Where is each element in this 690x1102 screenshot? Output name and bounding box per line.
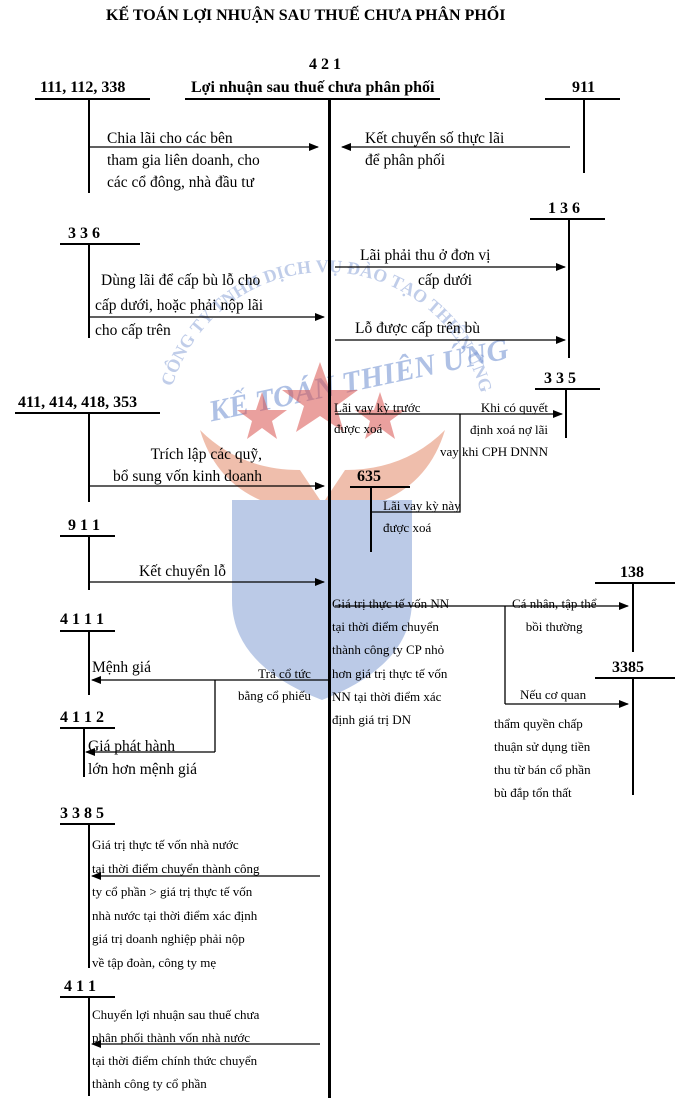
label-lai-vay-truoc: Lãi vay kỳ trước được xoá [334,400,421,436]
t-line [595,582,675,584]
label-ca-nhan: Cá nhân, tập thể bồi thường [512,596,597,634]
t-line [530,218,605,220]
t-line [595,677,675,679]
t-line [632,677,634,795]
label-gia-phat-hanh: Giá phát hành lớn hơn mệnh giá [88,738,197,778]
t-line [88,630,90,695]
star-icon [355,392,405,439]
t-line [568,218,570,358]
label-dung-lai-3: cho cấp trên [95,322,171,339]
account-3385-right: 3385 [612,659,644,676]
t-line [83,727,85,777]
t-line [88,412,90,502]
t-account-421-stem [328,98,331,1098]
shield-icon [232,500,412,700]
account-911-top: 911 [572,79,596,96]
t-line [632,582,634,652]
account-3385: 3 3 8 5 [60,805,104,822]
account-136: 1 3 6 [548,200,580,217]
t-line [535,388,600,390]
label-chuyen-ln: Chuyển lợi nhuận sau thuế chưa phân phối… [92,1007,260,1091]
t-account-421-top [185,98,440,100]
label-ket-chuyen-lai: Kết chuyển số thực lãi để phân phối [365,130,505,169]
label-lo-duoc-cap: Lỗ được cấp trên bù [355,320,481,337]
eagle-wing-icon [200,430,320,500]
t-line [565,388,567,438]
t-line [15,412,160,414]
t-line [545,98,620,100]
account-111-112-338: 111, 112, 338 [40,79,126,96]
label-dung-lai-1: Dùng lãi để cấp bù lỗ cho [101,272,261,289]
t-line [35,98,150,100]
eagle-wing-icon [325,430,445,500]
t-line [370,486,372,552]
account-421-name: Lợi nhuận sau thuế chưa phân phối [191,79,435,96]
t-line [88,996,90,1096]
label-menh-gia: Mệnh giá [92,659,151,676]
t-line [88,823,90,968]
star-icon [237,392,287,439]
t-line [88,535,90,590]
account-138: 138 [620,564,644,581]
label-tra-co-tuc: Trả cổ tức bằng cổ phiếu [238,666,311,703]
account-411: 4 1 1 [64,978,96,995]
label-lai-phai-thu-2: cấp dưới [418,272,473,289]
label-chia-lai: Chia lãi cho các bên tham gia liên doanh… [107,130,260,191]
t-line [88,98,90,193]
t-line [88,243,90,338]
t-line [350,486,410,488]
label-khi-co-quyet: Khi có quyết định xoá nợ lãi vay khi CPH… [440,400,548,459]
account-411-414-418-353: 411, 414, 418, 353 [18,394,138,411]
account-4112: 4 1 1 2 [60,709,104,726]
label-tham-quyen: thẩm quyền chấp thuận sử dụng tiền thu t… [494,716,591,800]
star-icon [282,362,358,432]
label-lai-vay-nay: Lãi vay kỳ này được xoá [383,498,461,535]
account-911: 9 1 1 [68,517,100,534]
label-trich-lap: Trích lập các quỹ, bổ sung vốn kinh doan… [113,446,262,485]
t-line [60,535,115,537]
t-line [60,727,115,729]
t-line [60,243,140,245]
account-336: 3 3 6 [68,225,100,242]
account-635: 635 [357,468,381,485]
label-gia-tri-nn: Giá trị thực tế vốn NN tại thời điểm chu… [332,596,450,728]
t-line [60,996,115,998]
account-421-code: 4 2 1 [309,56,341,73]
t-line [60,823,115,825]
t-line [60,630,115,632]
label-lai-phai-thu-1: Lãi phải thu ở đơn vị [360,247,491,264]
label-dung-lai-2: cấp dưới, hoặc phải nộp lãi [95,297,264,314]
page-title: KẾ TOÁN LỢI NHUẬN SAU THUẾ CHƯA PHÂN PHỐ… [106,7,506,24]
label-neu-co-quan: Nếu cơ quan [520,687,587,702]
account-335: 3 3 5 [544,370,576,387]
account-4111: 4 1 1 1 [60,611,104,628]
label-ket-chuyen-lo: Kết chuyển lỗ [139,563,226,580]
t-line [583,98,585,173]
label-gia-tri-3385: Giá trị thực tế vốn nhà nước tại thời đi… [92,837,260,970]
